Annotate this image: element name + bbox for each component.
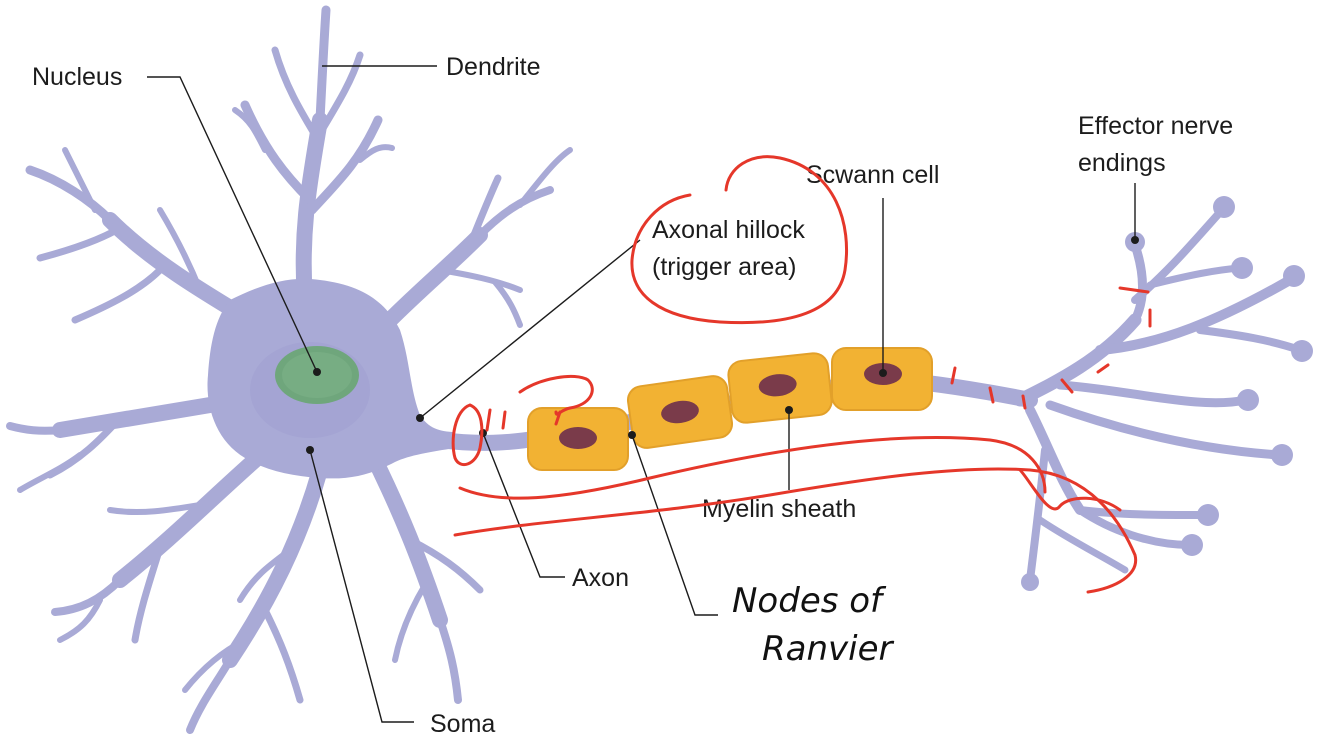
label-axon: Axon	[572, 564, 629, 592]
label-soma: Soma	[430, 710, 495, 738]
label-myelin-sheath: Myelin sheath	[702, 495, 856, 523]
handwritten-notes: Nodes of Ranvier	[732, 581, 894, 669]
handwritten-ranvier: Ranvier	[762, 629, 894, 669]
label-dendrite: Dendrite	[446, 53, 541, 81]
label-axonal-hillock: Axonal hillock	[652, 216, 805, 244]
myelin-sheath	[528, 348, 932, 470]
label-effector-nerve: Effector nerve	[1078, 112, 1233, 140]
label-nucleus: Nucleus	[32, 63, 122, 91]
schwann-cell	[832, 348, 932, 410]
schwann-cell	[528, 408, 628, 470]
handwritten-nodes-of: Nodes of	[732, 581, 887, 621]
schwann-nucleus	[559, 427, 597, 449]
axon-terminals	[1020, 210, 1300, 580]
label-trigger-area: (trigger area)	[652, 253, 797, 281]
schwann-cell	[626, 374, 734, 449]
label-endings: endings	[1078, 149, 1166, 177]
schwann-cell	[727, 352, 833, 424]
